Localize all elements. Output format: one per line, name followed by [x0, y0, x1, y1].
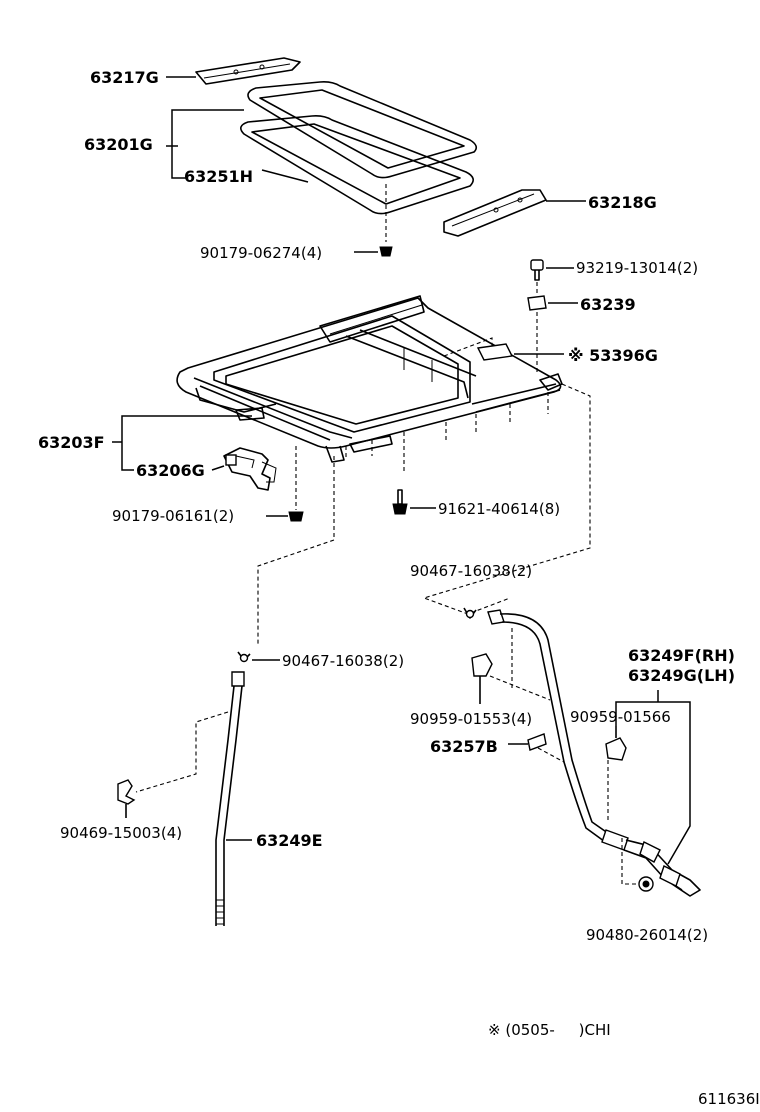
- bolt-91621-40614: [392, 489, 408, 515]
- glass-panel-63201g: [247, 81, 478, 179]
- label-91621-40614: 91621-40614(8): [438, 500, 560, 518]
- label-90959-01566: 90959-01566: [570, 708, 671, 726]
- deflector-strip-63218g: [443, 189, 547, 237]
- clamp-90469-15003: [117, 779, 136, 818]
- label-90179-06161: 90179-06161(2): [112, 507, 234, 525]
- clip-90467-16038-left: [237, 651, 251, 663]
- footnote: ※ (0505- )CHI: [488, 1021, 611, 1039]
- label-63257b: 63257B: [430, 737, 498, 756]
- deflector-strip-63217g: [195, 57, 301, 85]
- nut-90179-06274: [379, 184, 393, 257]
- label-90467-16038-right: 90467-16038(2): [410, 562, 532, 580]
- label-sticker-53396g: [476, 343, 514, 361]
- drain-hose-63249e: [215, 671, 245, 926]
- sunroof-frame-63203f: [176, 295, 563, 474]
- illustration-number: 611636I: [698, 1090, 760, 1108]
- bolt-93219-13014: [530, 259, 544, 281]
- bracket-63249fg: [615, 701, 691, 865]
- label-90959-01553: 90959-01553(4): [410, 710, 532, 728]
- label-63218g: 63218G: [588, 193, 657, 212]
- clamp-90959-01566: [605, 726, 627, 761]
- label-63217g: 63217G: [90, 68, 159, 87]
- bracket-63203f: [121, 415, 252, 471]
- label-63249f: 63249F(RH): [628, 646, 735, 665]
- label-63206g: 63206G: [136, 461, 205, 480]
- clamp-90959-01553: [471, 653, 493, 704]
- label-63201g: 63201G: [84, 135, 153, 154]
- weatherstrip-63251h: [240, 115, 474, 215]
- drain-hose-63249f: [487, 609, 701, 897]
- label-63249e: 63249E: [256, 831, 323, 850]
- label-90467-16038-left: 90467-16038(2): [282, 652, 404, 670]
- leader-63251h-pointer: [261, 169, 309, 183]
- label-63203f: 63203F: [38, 433, 105, 452]
- screw-90179-06161: [288, 511, 304, 522]
- nut-90480-26014: [638, 876, 654, 892]
- bracket-63201g: [171, 109, 244, 179]
- clip-90467-16038-right: [463, 607, 477, 619]
- label-63251h: 63251H: [184, 167, 253, 186]
- label-90179-06274: 90179-06274(4): [200, 244, 322, 262]
- label-53396g: ※ 53396G: [568, 346, 658, 365]
- motor-63206g: [223, 447, 277, 491]
- label-93219-13014: 93219-13014(2): [576, 259, 698, 277]
- cap-63257b: [527, 733, 547, 751]
- leader-63206g: [211, 465, 225, 471]
- stopper-63239: [527, 295, 547, 311]
- label-63239: 63239: [580, 295, 636, 314]
- label-90469-15003: 90469-15003(4): [60, 824, 182, 842]
- label-63249g: 63249G(LH): [628, 666, 735, 685]
- label-90480-26014: 90480-26014(2): [586, 926, 708, 944]
